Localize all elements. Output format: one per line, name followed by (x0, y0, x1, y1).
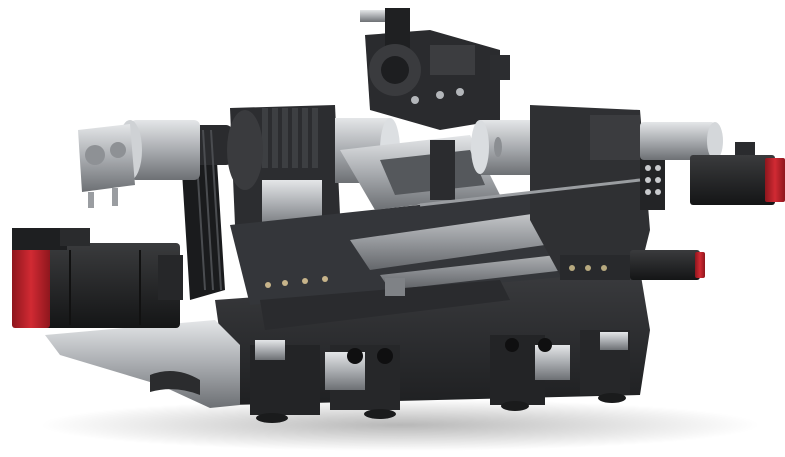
right-spindle-shaft (640, 122, 755, 160)
headstock (227, 105, 340, 230)
sub-spindle-chuck (471, 120, 540, 175)
right-servo-motor (690, 155, 785, 205)
motor-bracket (45, 320, 240, 408)
cross-slide (340, 135, 500, 210)
ball-screw (419, 178, 641, 207)
z-axis-servo-motor (630, 250, 705, 280)
turret (360, 8, 510, 130)
sub-spindle-housing (530, 105, 665, 280)
left-spindle-assembly (78, 120, 200, 208)
left-spindle-motor (12, 228, 183, 328)
floor-shadow (40, 399, 760, 451)
